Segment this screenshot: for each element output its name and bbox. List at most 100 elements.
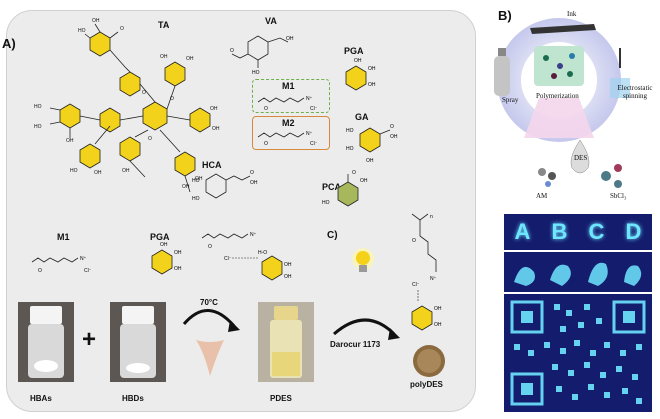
svg-text:Cl⁻: Cl⁻ <box>84 268 92 274</box>
svg-text:OH: OH <box>354 58 362 64</box>
label-hca: HCA <box>202 160 222 170</box>
m1-bottom-structure: O N⁺ Cl⁻ <box>31 256 92 274</box>
svg-text:HO: HO <box>346 128 354 134</box>
label-hbds: HBDs <box>122 394 144 403</box>
svg-text:O: O <box>412 238 416 244</box>
svg-text:O: O <box>170 96 174 102</box>
label-polymerization: Polymerization <box>536 92 579 100</box>
svg-text:OH: OH <box>366 158 374 164</box>
label-spray: Spray <box>502 96 519 104</box>
svg-text:n: n <box>430 214 433 220</box>
label-pca: PCA <box>322 182 342 192</box>
hca-structure: O OH HO HO <box>192 170 258 202</box>
label-hbas: HBAs <box>30 394 52 403</box>
label-ink: Ink <box>567 10 577 18</box>
label-des: DES <box>574 154 588 162</box>
m2-box <box>252 116 330 150</box>
svg-text:HO: HO <box>70 168 78 174</box>
panel-a-background <box>6 10 476 412</box>
heating-arrow <box>182 309 240 376</box>
svg-text:OH: OH <box>160 54 168 60</box>
svg-text:N⁺: N⁺ <box>80 256 87 262</box>
svg-text:HO: HO <box>192 178 200 184</box>
svg-text:OH: OH <box>250 180 258 186</box>
svg-text:OH: OH <box>284 274 292 280</box>
m2-structure: O N⁺ Cl⁻ <box>257 131 318 147</box>
label-temperature: 70°C <box>200 298 218 307</box>
svg-text:N⁺: N⁺ <box>306 131 313 137</box>
svg-text:O: O <box>352 170 356 176</box>
svg-text:Cl⁻: Cl⁻ <box>224 256 232 262</box>
m1-structure: ON⁺Cl⁻ <box>257 96 318 112</box>
svg-text:O: O <box>264 141 268 147</box>
svg-text:OH: OH <box>182 184 190 190</box>
svg-text:OH: OH <box>92 18 100 24</box>
svg-text:OH: OH <box>195 176 203 182</box>
svg-text:O: O <box>38 268 42 274</box>
fluorescent-letters-panel: A B C D <box>504 214 652 250</box>
svg-text:N⁺: N⁺ <box>250 232 257 238</box>
svg-text:OH: OH <box>360 178 368 184</box>
label-sbcl3: SbCl₃ <box>610 192 627 200</box>
label-polydes: polyDES <box>410 380 443 389</box>
svg-text:H-O: H-O <box>258 250 267 256</box>
svg-text:OH: OH <box>174 250 182 256</box>
svg-text:OH: OH <box>390 134 398 140</box>
svg-text:OH: OH <box>212 126 220 132</box>
letter-a: A <box>514 219 531 244</box>
svg-text:O: O <box>208 244 212 250</box>
panel-a-tag: A) <box>2 36 16 51</box>
letter-d: D <box>625 219 642 244</box>
applications-circle <box>494 18 630 142</box>
svg-text:HO: HO <box>34 124 42 130</box>
label-pdes: PDES <box>270 394 292 403</box>
svg-text:OH: OH <box>122 168 130 174</box>
photopolymerization-arrow <box>333 318 400 340</box>
svg-text:OH: OH <box>368 82 376 88</box>
label-ta: TA <box>158 20 170 30</box>
svg-text:OH: OH <box>434 306 442 312</box>
label-m1: M1 <box>282 81 295 91</box>
svg-text:O: O <box>148 136 152 142</box>
subpanel-c-tag: C) <box>327 230 338 241</box>
svg-text:HO: HO <box>192 196 200 202</box>
svg-text:O: O <box>120 26 124 32</box>
svg-text:O: O <box>390 124 394 130</box>
label-initiator: Darocur 1173 <box>330 340 381 349</box>
svg-text:HO: HO <box>78 28 86 34</box>
pga-structure: OH OH OH <box>345 58 376 91</box>
vial-hbds <box>110 302 166 382</box>
svg-text:OH: OH <box>210 106 218 112</box>
label-m1-bottom: M1 <box>57 232 70 242</box>
letter-c: C <box>588 219 605 244</box>
label-pga-bottom: PGA <box>150 232 170 242</box>
des-components <box>538 139 622 188</box>
svg-text:O: O <box>250 170 254 176</box>
label-am: AM <box>536 192 548 200</box>
polydes-disk <box>413 345 445 377</box>
svg-text:OH: OH <box>160 242 168 248</box>
svg-text:OH: OH <box>434 322 442 328</box>
svg-text:O: O <box>230 48 234 54</box>
svg-text:OH: OH <box>368 66 376 72</box>
svg-text:O: O <box>142 90 146 96</box>
svg-text:OH: OH <box>94 170 102 176</box>
svg-text:Cl⁻: Cl⁻ <box>310 141 318 147</box>
fluorescent-qr-code <box>504 294 652 412</box>
m1-box <box>252 79 330 113</box>
label-ga: GA <box>355 112 369 122</box>
svg-text:OH: OH <box>66 138 74 144</box>
letter-b: B <box>551 219 568 244</box>
svg-text:HO: HO <box>322 200 330 206</box>
svg-text:HO: HO <box>346 146 354 152</box>
pga-bottom-structure: OH OH OH <box>151 242 182 275</box>
svg-text:OH: OH <box>286 36 294 42</box>
svg-text:Cl⁻: Cl⁻ <box>412 282 420 288</box>
label-m2: M2 <box>282 118 295 128</box>
svg-text:OH: OH <box>174 266 182 272</box>
fluorescent-icons-panel <box>504 252 652 292</box>
